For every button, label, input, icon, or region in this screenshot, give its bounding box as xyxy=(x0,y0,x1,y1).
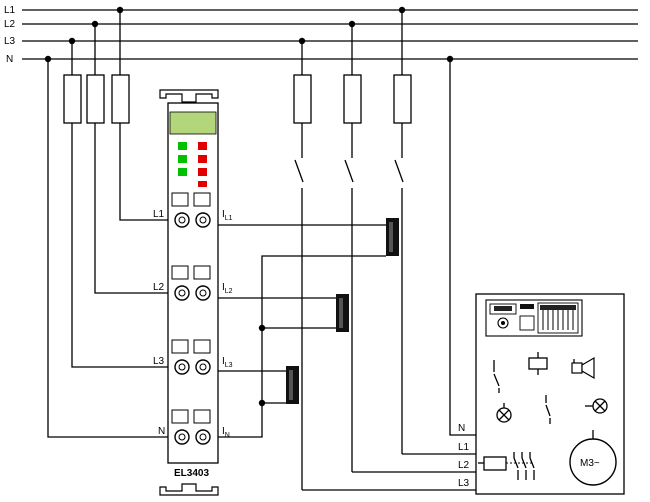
terminal-points-4 xyxy=(171,409,211,445)
led-green xyxy=(178,142,187,150)
current-label-l2: IL2 xyxy=(222,282,233,295)
bus-bars: L1 L2 L3 N xyxy=(4,5,638,65)
rail-clip-bottom xyxy=(159,483,219,496)
bus-label-l2: L2 xyxy=(4,19,16,30)
el3403-terminal: L1 L2 L3 N IL1 IL2 IL3 IN EL3403 xyxy=(153,89,233,496)
fuse xyxy=(293,74,312,124)
fuse xyxy=(393,74,412,124)
machine-box: M3~ N L1 L2 L3 xyxy=(458,293,625,495)
input-label-n: N xyxy=(158,426,165,437)
relay-coil-icon xyxy=(528,357,548,370)
machine-input-n: N xyxy=(458,423,465,434)
input-label-l2: L2 xyxy=(153,282,165,293)
current-transformers xyxy=(212,218,399,438)
led-red xyxy=(198,181,207,187)
terminal-name: EL3403 xyxy=(174,468,209,479)
junction-dots xyxy=(44,6,454,407)
led-group xyxy=(178,142,207,187)
switch-contact xyxy=(294,159,304,183)
contactor-coil-icon xyxy=(483,456,507,471)
machine-input-l2: L2 xyxy=(458,460,470,471)
machine-input-l3: L3 xyxy=(458,478,470,489)
rail-clip-top xyxy=(159,89,219,103)
led-green xyxy=(178,155,187,163)
terminal-points-2 xyxy=(171,265,211,301)
terminal-body xyxy=(167,102,219,464)
input-label-l1: L1 xyxy=(153,209,165,220)
schematic-symbols: M3~ xyxy=(478,352,617,486)
load-feed xyxy=(293,10,476,491)
fuse xyxy=(86,74,105,124)
terminal-points-3 xyxy=(171,339,211,375)
voltage-wires xyxy=(47,10,172,438)
led-red xyxy=(198,168,207,176)
switch-contact xyxy=(344,159,354,183)
bus-label-n: N xyxy=(6,54,13,65)
fuse xyxy=(63,74,82,124)
machine-input-l1: L1 xyxy=(458,442,470,453)
equipment-rack-icon xyxy=(485,299,583,337)
input-label-l3: L3 xyxy=(153,356,165,367)
current-label-l3: IL3 xyxy=(222,356,233,369)
led-red xyxy=(198,142,207,150)
current-label-n: IN xyxy=(222,426,230,439)
fuse xyxy=(343,74,362,124)
bus-label-l1: L1 xyxy=(4,5,16,16)
led-green xyxy=(178,168,187,176)
terminal-label-area xyxy=(169,111,217,135)
terminal-points-1 xyxy=(171,192,211,228)
current-label-l1: IL1 xyxy=(222,209,233,222)
switch-contact xyxy=(394,159,404,183)
horn-icon xyxy=(571,362,583,374)
bus-label-l3: L3 xyxy=(4,36,16,47)
fuse xyxy=(111,74,130,124)
motor-label: M3~ xyxy=(580,458,600,469)
led-red xyxy=(198,155,207,163)
